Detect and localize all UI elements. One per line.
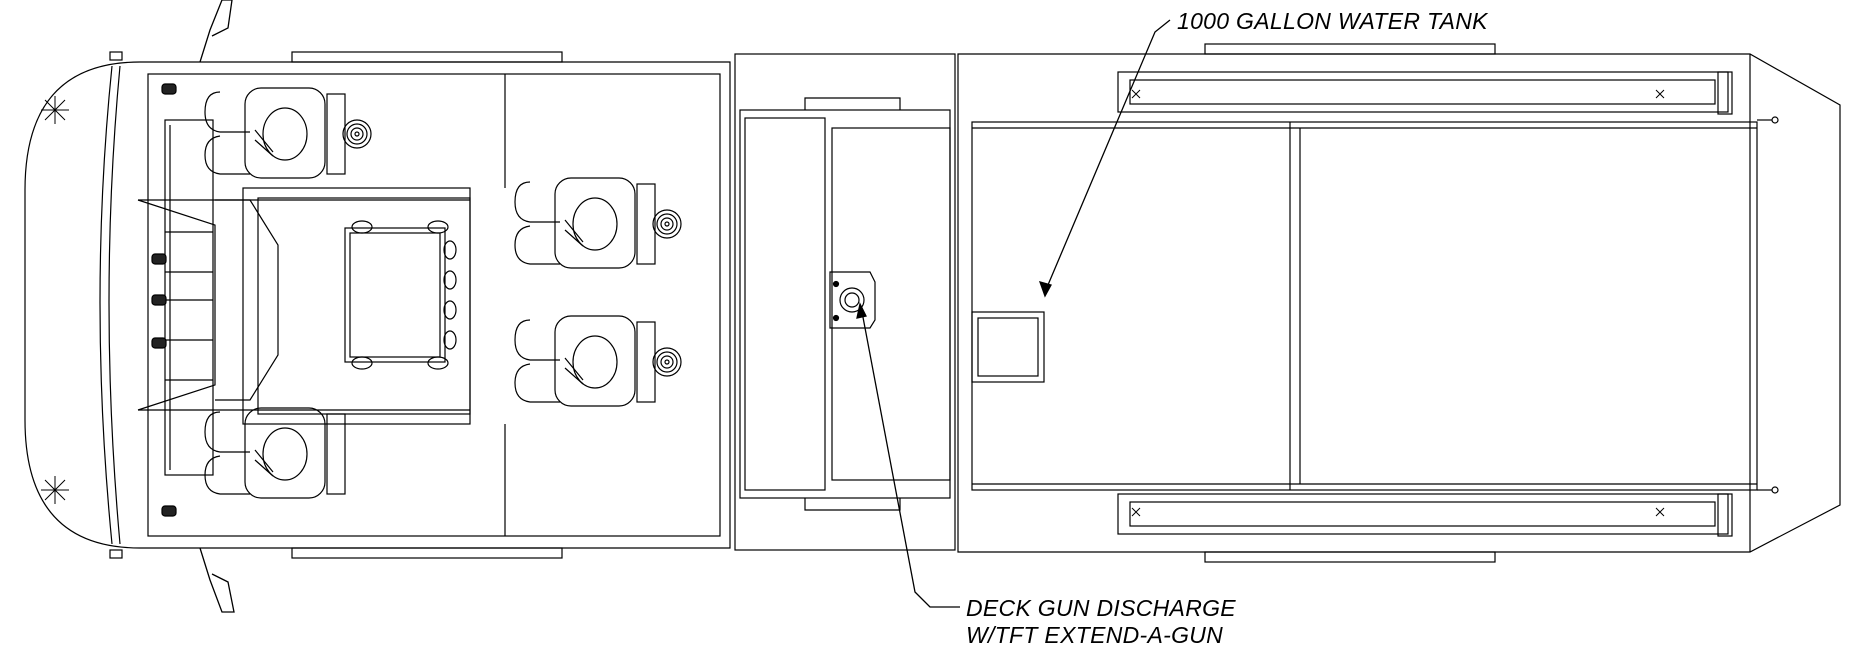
left-mirror-icon [199, 0, 233, 63]
deck-gun-icon [839, 287, 865, 313]
corner-emblem-icon [41, 96, 69, 504]
deck-gun-mount [829, 271, 876, 329]
seat-crew-1 [514, 177, 682, 269]
deck-gun-callout-line1: DECK GUN DISCHARGE [966, 595, 1236, 621]
cab-interior [147, 73, 721, 537]
seat-crew-2 [514, 315, 682, 407]
crew-seats [204, 87, 682, 499]
upper-hose-tray [1117, 71, 1729, 113]
cab-outline [24, 61, 731, 549]
seat-officer [204, 407, 346, 499]
engine-cover [344, 227, 446, 363]
engine-cover-latches [351, 220, 457, 370]
water-tank-callout: 1000 GALLON WATER TANK [1177, 8, 1488, 34]
engine-tunnel [242, 187, 471, 425]
deck-gun-callout-line2: W/TFT EXTEND-A-GUN [966, 622, 1224, 648]
speaker-icon [342, 119, 372, 149]
running-boards [291, 51, 563, 559]
seat-driver [204, 87, 372, 179]
gun-leader-line [856, 302, 960, 608]
body-outline [957, 53, 1841, 553]
body-section [957, 43, 1841, 563]
tank-leader-line [1038, 19, 1171, 298]
handles [151, 83, 177, 517]
pump-module [734, 53, 956, 551]
speaker-icon [652, 209, 682, 239]
speaker-icon [652, 347, 682, 377]
water-tank [971, 121, 1758, 491]
cab-section [24, 0, 731, 613]
tunnel-hexagon [215, 199, 279, 401]
tank-fill-tower [971, 311, 1045, 383]
cab-bumper-curve [99, 65, 113, 545]
lower-hose-tray [1117, 493, 1729, 535]
right-mirror-icon [199, 547, 235, 613]
